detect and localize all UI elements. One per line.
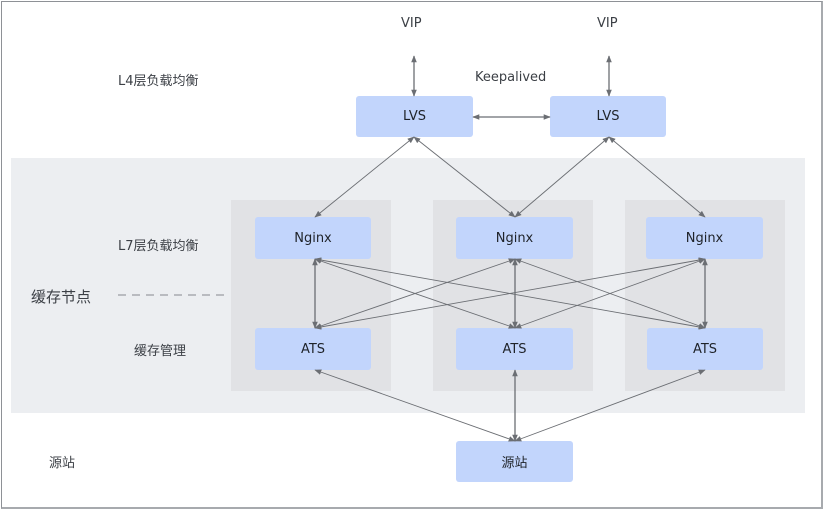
- label-keepalived: Keepalived: [475, 70, 547, 85]
- node-ats-2: ATS: [456, 328, 573, 370]
- label-l4-load-balancing: L4层负载均衡: [118, 74, 199, 89]
- node-lvs-right: LVS: [550, 96, 666, 137]
- node-origin: 源站: [456, 441, 573, 482]
- node-ats-3: ATS: [647, 328, 763, 370]
- node-nginx-2: Nginx: [456, 217, 573, 259]
- node-nginx-1: Nginx: [255, 217, 371, 259]
- label-l7-load-balancing: L7层负载均衡: [118, 239, 199, 254]
- label-vip-right: VIP: [597, 16, 618, 31]
- label-vip-left: VIP: [401, 16, 422, 31]
- label-cache-node: 缓存节点: [31, 288, 92, 306]
- label-cache-management: 缓存管理: [134, 344, 187, 359]
- node-ats-1: ATS: [255, 328, 371, 370]
- label-origin-layer: 源站: [49, 456, 76, 471]
- node-lvs-left: LVS: [356, 96, 473, 137]
- node-nginx-3: Nginx: [646, 217, 763, 259]
